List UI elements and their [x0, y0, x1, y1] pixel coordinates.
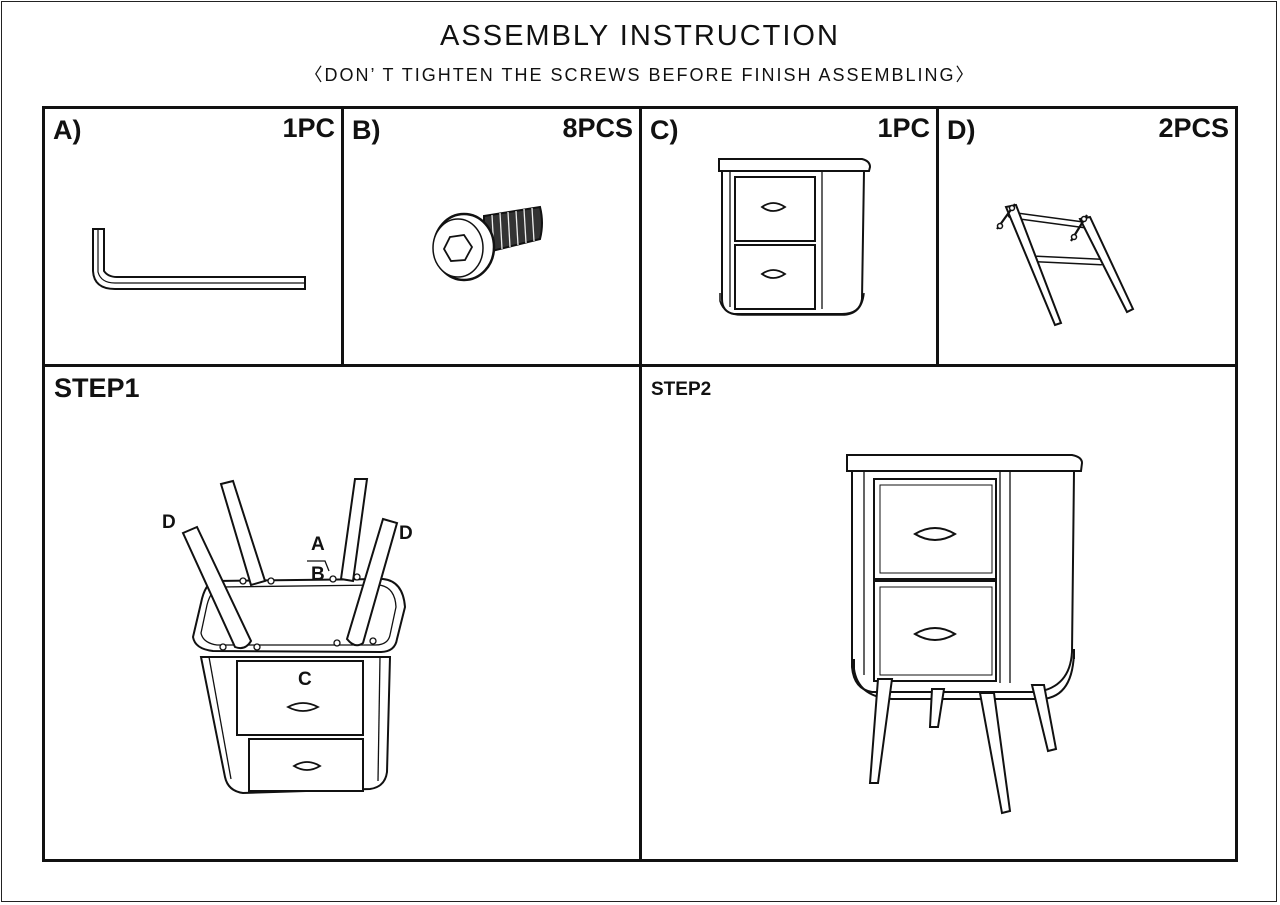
step2-label: STEP2 — [651, 379, 712, 400]
callout-a: A — [311, 534, 325, 555]
screw-icon — [432, 205, 543, 282]
callout-c: C — [298, 669, 312, 690]
step2-panel: STEP2 — [639, 364, 1238, 862]
part-b-panel: B) 8PCS — [341, 106, 642, 367]
step2-illustration — [846, 454, 1084, 815]
part-a-qty: 1PC — [282, 113, 335, 143]
leg-frame-icon — [996, 203, 1135, 327]
step1-illustration — [181, 478, 407, 795]
part-c-letter: C) — [650, 115, 679, 145]
page-subtitle: 〈DON’ T TIGHTEN THE SCREWS BEFORE FINISH… — [304, 65, 976, 85]
part-d-panel: D) 2PCS — [936, 106, 1238, 367]
part-c-qty: 1PC — [877, 113, 930, 143]
part-b-qty: 8PCS — [562, 113, 633, 143]
allen-key-icon — [92, 228, 306, 290]
part-c-panel: C) 1PC — [639, 106, 939, 367]
step1-label: STEP1 — [54, 373, 140, 403]
part-a-letter: A) — [53, 115, 82, 145]
part-a-panel: A) 1PC — [42, 106, 344, 367]
part-b-letter: B) — [352, 115, 381, 145]
part-d-qty: 2PCS — [1158, 113, 1229, 143]
part-d-letter: D) — [947, 115, 976, 145]
step1-panel: STEP1 D — [42, 364, 642, 862]
callout-b: B — [311, 564, 325, 585]
callout-d-left: D — [162, 512, 176, 533]
cabinet-icon — [718, 158, 872, 316]
page-title: ASSEMBLY INSTRUCTION — [440, 20, 840, 52]
callout-d-right: D — [399, 523, 413, 544]
